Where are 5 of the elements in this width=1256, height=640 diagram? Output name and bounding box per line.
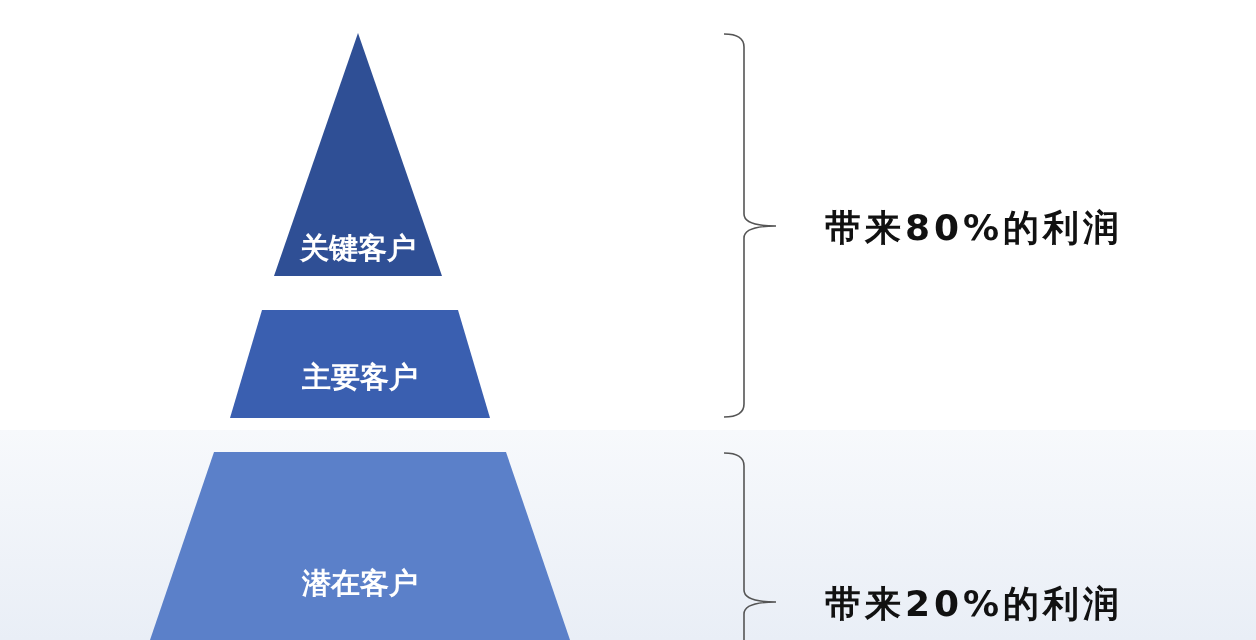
tier-label: 潜在客户 [301,565,419,602]
tier-label: 主要客户 [301,359,419,396]
tier-label: 关键客户 [299,230,417,267]
profit-note: 带来80%的利润 [825,206,1124,250]
profit-note: 带来20%的利润 [825,582,1124,626]
